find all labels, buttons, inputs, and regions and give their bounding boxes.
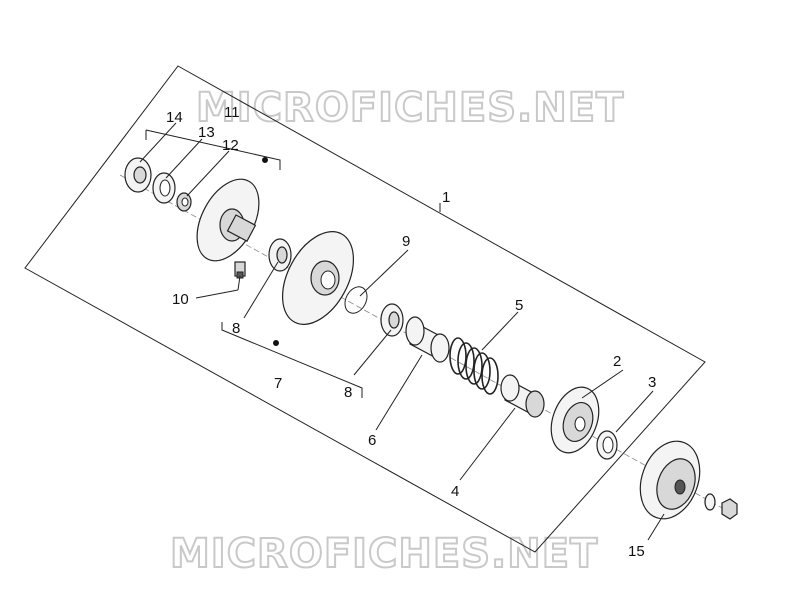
callout-12: 12 bbox=[222, 137, 239, 154]
callout-11: 11 bbox=[224, 104, 240, 121]
watermark-top: MICROFICHES.NET bbox=[196, 85, 624, 131]
bearing-12 bbox=[176, 192, 192, 212]
callout-1: 1 bbox=[442, 189, 450, 206]
callout-13: 13 bbox=[198, 124, 215, 141]
spacer-4 bbox=[500, 374, 545, 418]
washer-3 bbox=[596, 430, 618, 460]
ring-13 bbox=[152, 172, 176, 204]
clutch-bell-15 bbox=[639, 440, 701, 520]
callout-5: 5 bbox=[515, 297, 523, 314]
spring-5 bbox=[449, 337, 499, 395]
callout-7: 7 bbox=[274, 375, 282, 392]
callout-9: 9 bbox=[402, 233, 410, 250]
callout-4: 4 bbox=[451, 483, 459, 500]
bearing-8a bbox=[268, 238, 292, 272]
callout-10: 10 bbox=[172, 291, 189, 308]
marker-dot bbox=[262, 157, 268, 163]
pulley-half-7 bbox=[282, 231, 354, 325]
bearing-8b bbox=[380, 303, 404, 337]
callout-3: 3 bbox=[648, 374, 656, 391]
clutch-2 bbox=[550, 386, 600, 454]
marker-dot bbox=[273, 340, 279, 346]
callout-8b: 8 bbox=[344, 384, 352, 401]
nut-and-washer bbox=[704, 493, 738, 520]
oring-9 bbox=[344, 286, 368, 314]
callout-14: 14 bbox=[166, 109, 183, 126]
screw-10 bbox=[234, 261, 246, 279]
callout-2: 2 bbox=[613, 353, 621, 370]
callout-15: 15 bbox=[628, 543, 645, 560]
leader-lines bbox=[139, 122, 665, 541]
watermark-bottom: MICROFICHES.NET bbox=[170, 531, 598, 577]
bearing-14 bbox=[124, 157, 152, 193]
callout-8a: 8 bbox=[232, 320, 240, 337]
callout-6: 6 bbox=[368, 432, 376, 449]
assembly-frame-1 bbox=[24, 65, 706, 553]
bracket-7 bbox=[221, 322, 363, 398]
bracket-11 bbox=[145, 129, 281, 170]
sleeve-6 bbox=[405, 316, 450, 363]
pulley-disc bbox=[196, 178, 260, 262]
